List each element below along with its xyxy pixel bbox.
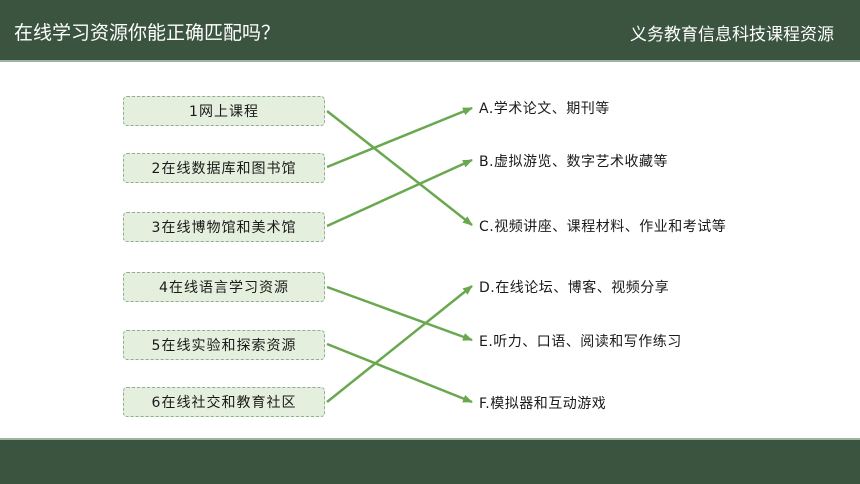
left-item-4[interactable]: 4在线语言学习资源 — [123, 272, 325, 302]
footer-bar — [0, 440, 860, 484]
match-line-2-a — [326, 106, 473, 169]
course-subtitle: 义务教育信息科技课程资源 — [630, 25, 834, 45]
right-item-c[interactable]: C.视频讲座、课程材料、作业和考试等 — [479, 219, 727, 235]
header-divider — [0, 60, 860, 62]
match-line-3-b — [326, 158, 473, 228]
left-item-3[interactable]: 3在线博物馆和美术馆 — [123, 212, 325, 242]
left-item-6[interactable]: 6在线社交和教育社区 — [123, 387, 325, 417]
right-item-b[interactable]: B.虚拟游览、数字艺术收藏等 — [479, 154, 669, 170]
match-line-4-e — [326, 285, 473, 342]
right-item-e[interactable]: E.听力、口语、阅读和写作练习 — [479, 334, 682, 350]
left-item-1[interactable]: 1网上课程 — [123, 96, 325, 126]
left-item-5[interactable]: 5在线实验和探索资源 — [123, 330, 325, 360]
footer-divider — [0, 438, 860, 440]
page-title: 在线学习资源你能正确匹配吗？ — [14, 22, 281, 44]
match-line-5-f — [326, 342, 473, 404]
match-line-6-d — [326, 285, 473, 403]
left-item-2[interactable]: 2在线数据库和图书馆 — [123, 153, 325, 183]
header-bar — [0, 0, 860, 60]
match-line-1-c — [326, 110, 473, 226]
right-item-d[interactable]: D.在线论坛、博客、视频分享 — [479, 280, 670, 296]
right-item-a[interactable]: A.学术论文、期刊等 — [479, 101, 610, 117]
right-item-f[interactable]: F.模拟器和互动游戏 — [479, 396, 607, 412]
